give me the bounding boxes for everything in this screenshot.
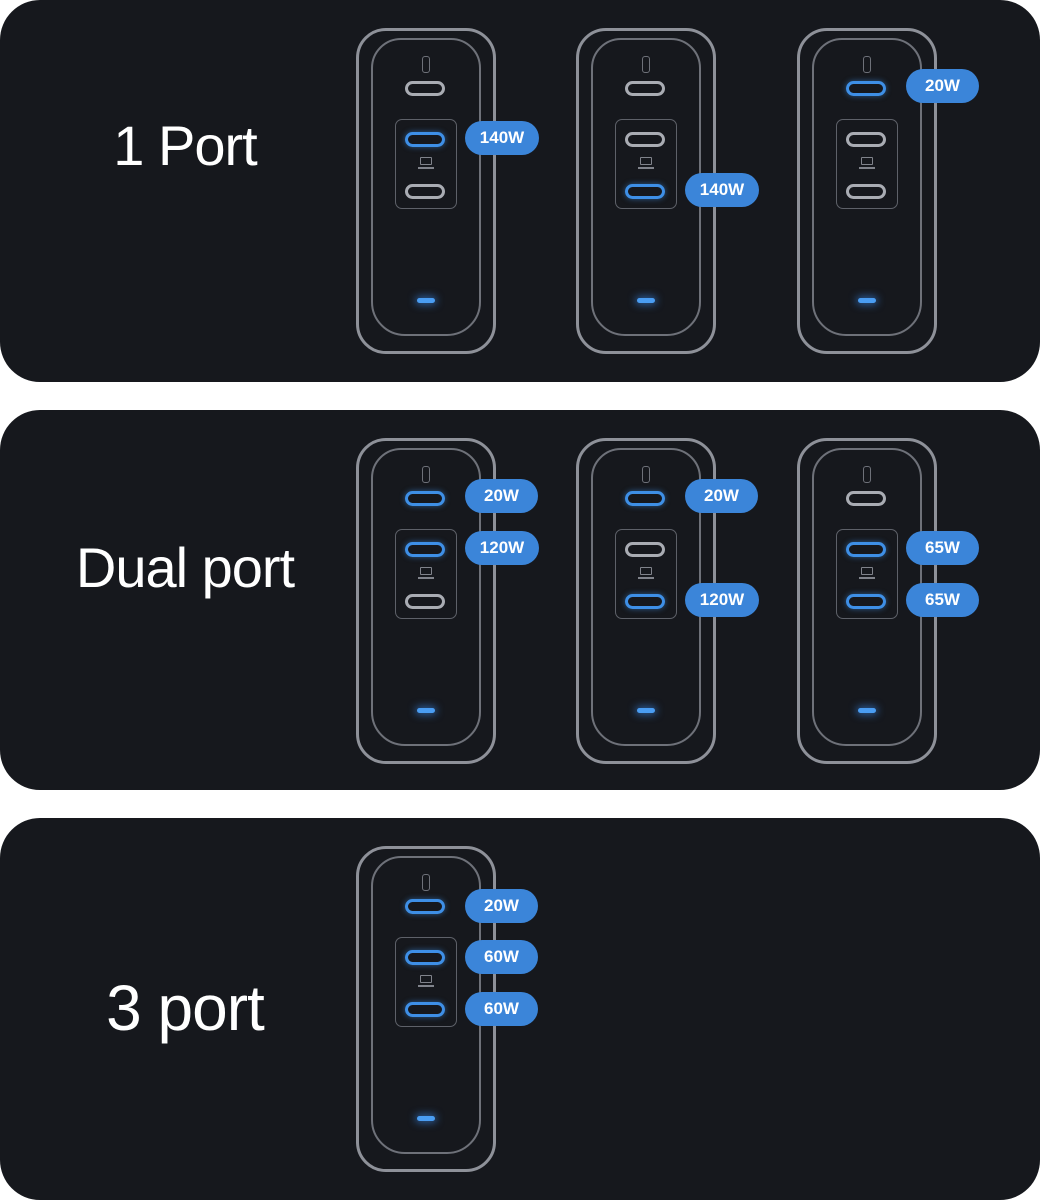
laptop-icon (859, 157, 875, 170)
indicator-slot-icon (863, 466, 871, 483)
port-group (395, 529, 457, 619)
mode-title: 1 Port (113, 114, 257, 177)
wattage-badge: 140W (465, 121, 539, 155)
led-indicator (637, 708, 655, 713)
charger-outline (797, 28, 937, 354)
indicator-slot-icon (422, 874, 430, 891)
port-group (395, 119, 457, 209)
usb-c-port-1 (405, 899, 445, 914)
charger-face (812, 38, 922, 336)
usb-c-port-1 (625, 81, 665, 96)
led-indicator (637, 298, 655, 303)
wattage-badge: 20W (465, 889, 538, 923)
usb-c-port-1 (405, 491, 445, 506)
laptop-icon (418, 975, 434, 988)
mode-panel-dual-port: Dual port 20W 120W 20W 120W 65W (0, 410, 1040, 790)
port-group (615, 529, 677, 619)
charger (356, 438, 496, 764)
indicator-slot-icon (642, 56, 650, 73)
mode-title: Dual port (75, 536, 295, 599)
charger-outline (356, 438, 496, 764)
led-indicator (417, 708, 435, 713)
laptop-icon (638, 567, 654, 580)
usb-c-port-3 (846, 184, 886, 199)
usb-c-port-2 (625, 132, 665, 147)
usb-c-port-1 (405, 81, 445, 96)
laptop-icon (859, 567, 875, 580)
wattage-badge: 60W (465, 940, 538, 974)
charger (356, 28, 496, 354)
usb-c-port-2 (846, 542, 886, 557)
usb-c-port-1 (846, 81, 886, 96)
wattage-badge: 20W (685, 479, 758, 513)
usb-c-port-1 (625, 491, 665, 506)
led-indicator (417, 1116, 435, 1121)
mode-title: 3 port (106, 972, 265, 1044)
usb-c-port-3 (405, 1002, 445, 1017)
wattage-badge: 65W (906, 531, 979, 565)
usb-c-port-2 (405, 132, 445, 147)
port-group (836, 529, 898, 619)
wattage-badge: 120W (465, 531, 539, 565)
usb-c-port-1 (846, 491, 886, 506)
laptop-icon (418, 567, 434, 580)
wattage-badge: 20W (906, 69, 979, 103)
indicator-slot-icon (642, 466, 650, 483)
usb-c-port-2 (846, 132, 886, 147)
wattage-badge: 65W (906, 583, 979, 617)
usb-c-port-3 (846, 594, 886, 609)
usb-c-port-3 (625, 184, 665, 199)
usb-c-port-3 (625, 594, 665, 609)
indicator-slot-icon (422, 466, 430, 483)
usb-c-port-2 (405, 950, 445, 965)
charger (797, 28, 937, 354)
mode-panel-3-port: 3 port 20W 60W 60W (0, 818, 1040, 1200)
usb-c-port-3 (405, 184, 445, 199)
laptop-icon (638, 157, 654, 170)
charger-face (371, 448, 481, 746)
usb-c-port-2 (405, 542, 445, 557)
charger-outline (356, 28, 496, 354)
indicator-slot-icon (863, 56, 871, 73)
port-group (836, 119, 898, 209)
port-group (615, 119, 677, 209)
led-indicator (858, 708, 876, 713)
led-indicator (858, 298, 876, 303)
usb-c-port-2 (625, 542, 665, 557)
wattage-badge: 20W (465, 479, 538, 513)
wattage-badge: 60W (465, 992, 538, 1026)
led-indicator (417, 298, 435, 303)
laptop-icon (418, 157, 434, 170)
mode-panel-1-port: 1 Port 140W 140W 20W (0, 0, 1040, 382)
port-group (395, 937, 457, 1027)
wattage-badge: 140W (685, 173, 759, 207)
usb-c-port-3 (405, 594, 445, 609)
indicator-slot-icon (422, 56, 430, 73)
wattage-badge: 120W (685, 583, 759, 617)
charger-face (371, 38, 481, 336)
